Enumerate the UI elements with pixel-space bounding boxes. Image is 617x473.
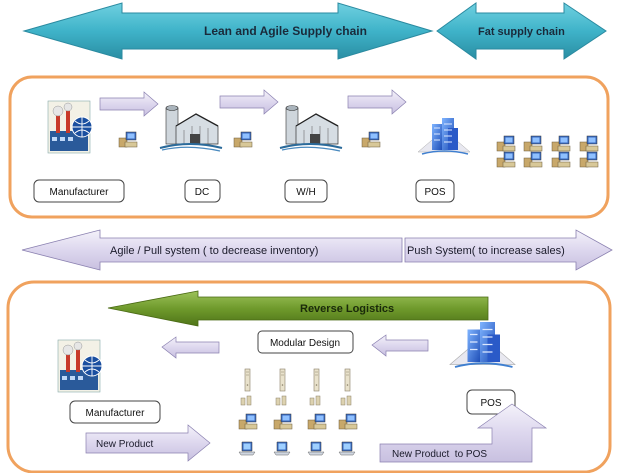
wh-box <box>284 179 328 203</box>
push-system-arrow <box>404 229 613 271</box>
manufacturer-factory-icon <box>47 100 93 154</box>
lean-agile-arrow <box>22 2 434 60</box>
lower-manufacturer-label: Manufacturer <box>86 408 146 419</box>
return-arrow-left <box>161 336 220 359</box>
fat-supply-arrow <box>436 2 607 60</box>
lower-manufacturer-box <box>69 400 161 424</box>
wh-label: W/H <box>296 187 315 198</box>
modular-design-label: Modular Design <box>270 338 340 349</box>
lower-pos-label: POS <box>480 398 501 409</box>
new-product-label: New Product <box>96 439 153 450</box>
dc-label: DC <box>195 187 209 198</box>
pull-system-label: Agile / Pull system ( to decrease invent… <box>110 245 318 257</box>
fat-supply-label: Fat supply chain <box>478 26 565 38</box>
flow-arrow-1 <box>99 91 159 117</box>
flow-arrow-2 <box>219 89 279 115</box>
new-product-to-pos-label: New Product to POS <box>392 449 487 460</box>
modular-design-box <box>257 330 354 354</box>
pos-label: POS <box>424 187 445 198</box>
new-product-to-pos-arrow <box>379 403 548 463</box>
return-arrow-right <box>371 334 429 357</box>
flow-arrow-3 <box>347 89 407 115</box>
manufacturer-box <box>33 179 125 203</box>
reverse-logistics-arrow <box>107 290 489 327</box>
lower-manufacturer-factory-icon <box>57 339 103 393</box>
lower-panel <box>6 280 612 473</box>
push-system-label: Push System( to increase sales) <box>407 245 565 257</box>
pull-system-arrow <box>21 229 403 271</box>
dc-box <box>184 179 221 203</box>
reverse-logistics-label: Reverse Logistics <box>300 303 394 315</box>
pos-box <box>415 179 455 203</box>
lower-pos-box <box>466 389 516 415</box>
new-product-arrow <box>85 424 211 462</box>
lean-agile-label: Lean and Agile Supply chain <box>204 24 367 38</box>
manufacturer-label: Manufacturer <box>50 187 110 198</box>
